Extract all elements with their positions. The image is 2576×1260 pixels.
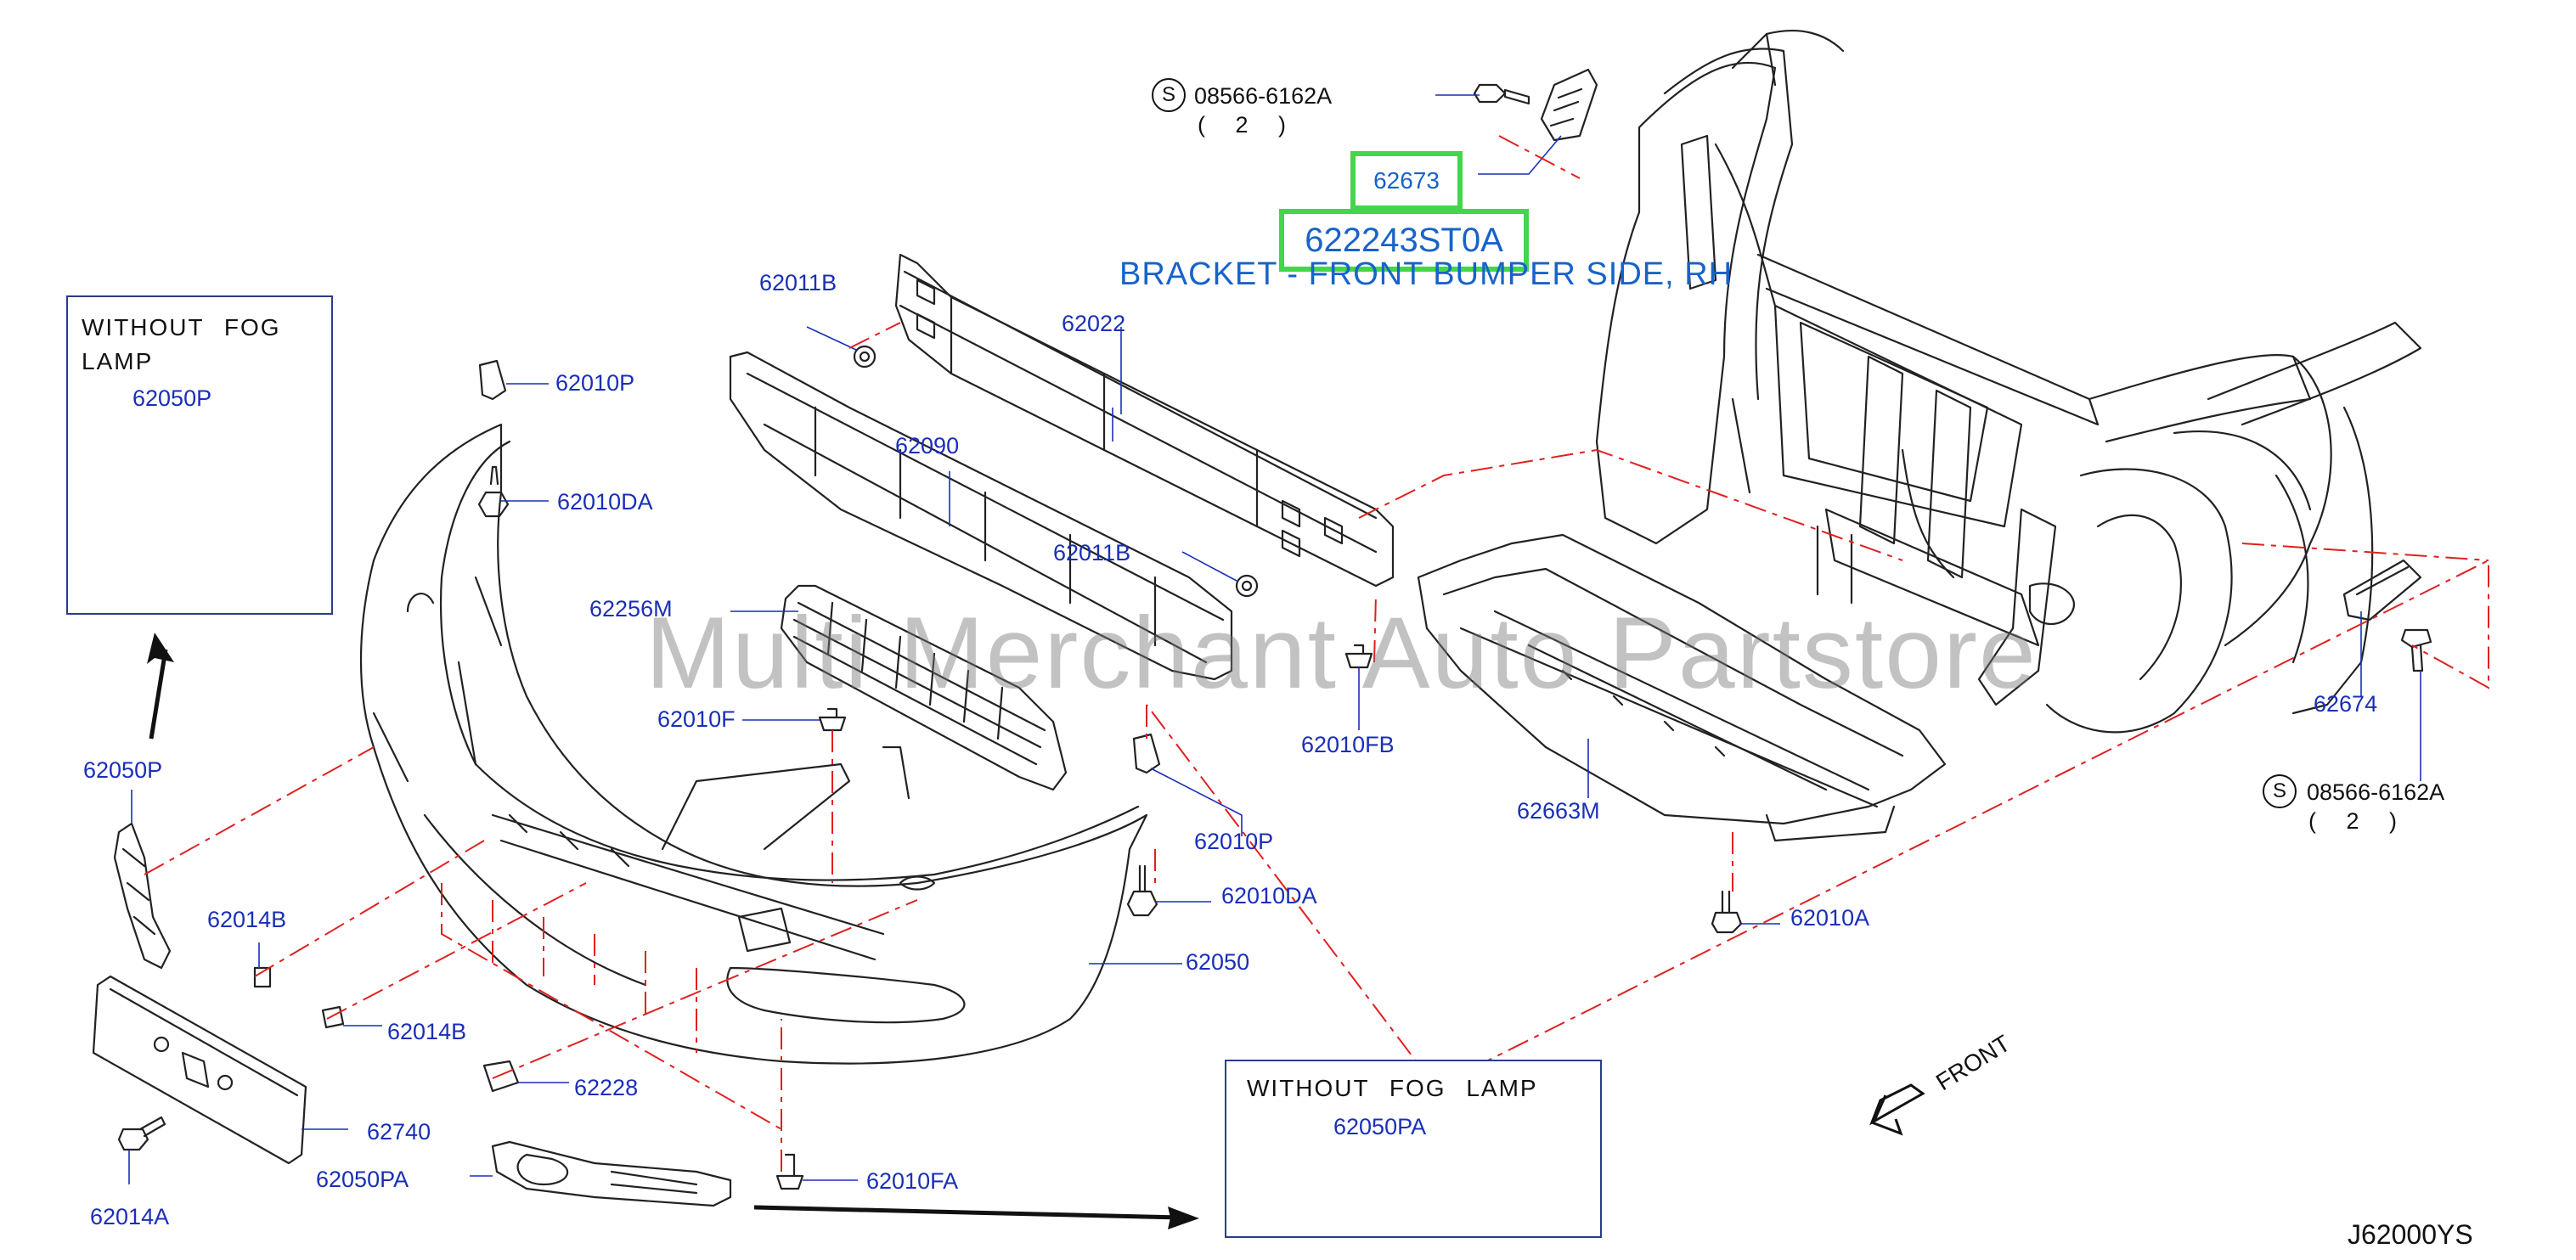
bolt-top-drawing (1473, 83, 1530, 105)
callout-62011b-top[interactable]: 62011B (759, 270, 837, 295)
callout-62010fa[interactable]: 62010FA (866, 1168, 959, 1194)
vehicle-body-structure (1595, 29, 2422, 734)
part-description: BRACKET - FRONT BUMPER SIDE, RH (1119, 256, 1733, 292)
bolt-top-part[interactable]: 08566-6162A (1194, 83, 1333, 109)
highlight-part-number[interactable]: 622243ST0A (1279, 209, 1529, 272)
callout-62228[interactable]: 62228 (574, 1075, 639, 1100)
inset-left-title: WITHOUT FOG LAMP (82, 314, 281, 374)
callout-62014b-b[interactable]: 62014B (387, 1019, 467, 1044)
callout-62050[interactable]: 62050 (1186, 949, 1250, 975)
callout-62010p-top[interactable]: 62010P (555, 370, 635, 396)
bolt-right-part[interactable]: 08566-6162A (2307, 779, 2445, 805)
license-bracket-62740-drawing (92, 975, 307, 1165)
callout-62090[interactable]: 62090 (895, 433, 960, 458)
callout-62010da-top[interactable]: 62010DA (557, 489, 653, 515)
callout-62010f[interactable]: 62010F (657, 706, 736, 732)
diagram-code: J62000YS (2348, 1219, 2473, 1250)
callout-62014a[interactable]: 62014A (90, 1204, 170, 1229)
bolt-right-qty: ( 2 ) (2308, 808, 2410, 834)
bracket-62673-drawing (1540, 68, 1598, 142)
callout-62010fb[interactable]: 62010FB (1301, 732, 1395, 757)
callout-62050p-left[interactable]: 62050P (83, 757, 163, 783)
callout-62011b-mid[interactable]: 62011B (1053, 540, 1131, 565)
inset-bottom-title: WITHOUT FOG LAMP (1247, 1075, 1538, 1101)
alignment-lines (144, 135, 2489, 1172)
inset-without-fog-lamp-left: WITHOUT FOG LAMP (66, 295, 333, 615)
s-symbol-top: S (1152, 78, 1186, 112)
bolt-top-qty: ( 2 ) (1198, 112, 1299, 138)
bracket-62674-drawing (2342, 559, 2422, 622)
grille-62256m-drawing (780, 584, 1068, 791)
callout-62010da-bottom[interactable]: 62010DA (1221, 883, 1317, 908)
highlight-62673[interactable]: 62673 (1350, 151, 1463, 211)
callout-62022[interactable]: 62022 (1062, 311, 1126, 336)
callout-62014b-a[interactable]: 62014B (207, 907, 287, 932)
bumper-fascia-62050-drawing (359, 423, 1148, 1065)
side-bracket-62050p-drawing (113, 822, 172, 970)
absorber-62090-drawing (729, 351, 1233, 681)
undercover-62663m-drawing (1417, 533, 1947, 842)
callout-62050p-inset[interactable]: 62050P (132, 385, 212, 411)
callout-62740[interactable]: 62740 (367, 1119, 431, 1145)
callout-62663m[interactable]: 62663M (1517, 798, 1600, 824)
callout-62050pa[interactable]: 62050PA (316, 1167, 409, 1192)
callout-62674[interactable]: 62674 (2314, 691, 2378, 717)
inset-without-fog-lamp-bottom: WITHOUT FOG LAMP (1225, 1060, 1602, 1238)
s-symbol-right: S (2263, 774, 2297, 808)
bolt-right-drawing (2400, 628, 2432, 672)
fasteners-drawing (117, 345, 1743, 1190)
fog-bezel-62050pa-drawing (491, 1140, 732, 1207)
callout-62256m[interactable]: 62256M (589, 596, 673, 622)
arrows (147, 633, 1925, 1229)
callout-62010p-bottom[interactable]: 62010P (1194, 829, 1274, 854)
callout-62050pa-inset[interactable]: 62050PA (1333, 1114, 1427, 1139)
callout-62010a[interactable]: 62010A (1790, 905, 1870, 931)
watermark: Multi Merchant Auto Partstore (645, 596, 2038, 710)
reinforcement-62022-drawing (894, 253, 1395, 588)
